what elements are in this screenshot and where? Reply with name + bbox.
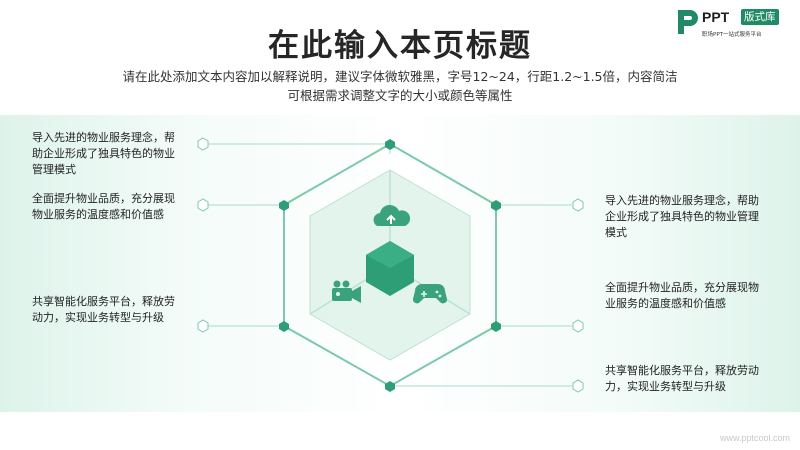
page-title: 在此输入本页标题	[268, 28, 532, 64]
logo-slogan: 职场PPT一站式服务平台	[702, 32, 762, 38]
vertex-dot-upper-right	[491, 200, 501, 211]
logo-mark-icon	[678, 10, 698, 34]
left-text-2: 全面提升物业品质，充分展现物业服务的温度感和价值感	[32, 192, 175, 221]
marker-right-2	[572, 319, 584, 333]
vertex-dot-upper-left	[279, 200, 289, 211]
watermark: www.pptcool.com	[719, 433, 790, 443]
marker-left-2	[197, 198, 209, 212]
marker-right-1	[572, 198, 584, 212]
cloud-upload-icon	[373, 204, 411, 226]
marker-right-3	[572, 379, 584, 393]
left-text-1: 导入先进的物业服务理念，帮助企业形成了独具特色的物业管理模式	[32, 131, 175, 176]
logo-ppt-text: PPT	[702, 9, 730, 25]
logo-badge: 版式库	[741, 9, 779, 25]
right-text-3: 共享智能化服务平台，释放劳动力，实现业务转型与升级	[605, 364, 759, 393]
subtitle-line-2: 可根据需求调整文字的大小或颜色等属性	[287, 88, 513, 103]
marker-hexagons	[197, 137, 584, 393]
vertex-dot-bottom	[385, 381, 395, 392]
brand-logo: PPT 版式库 职场PPT一站式服务平台	[676, 6, 796, 40]
vertex-dot-top	[385, 139, 395, 150]
left-text-3: 共享智能化服务平台，释放劳动力，实现业务转型与升级	[32, 295, 175, 324]
right-text-1: 导入先进的物业服务理念，帮助企业形成了独具特色的物业管理模式	[605, 194, 759, 239]
vertex-dot-lower-right	[491, 321, 501, 332]
marker-left-1	[197, 137, 209, 151]
video-camera-icon	[332, 280, 361, 303]
right-text-2: 全面提升物业品质，充分展现物业服务的温度感和价值感	[605, 281, 759, 310]
marker-left-3	[197, 319, 209, 333]
gamepad-icon	[412, 284, 448, 304]
subtitle-line-1: 请在此处添加文本内容加以解释说明，建议字体微软雅黑，字号12~24，行距1.2~…	[122, 69, 678, 84]
vertex-dots	[279, 139, 501, 392]
vertex-dot-lower-left	[279, 321, 289, 332]
